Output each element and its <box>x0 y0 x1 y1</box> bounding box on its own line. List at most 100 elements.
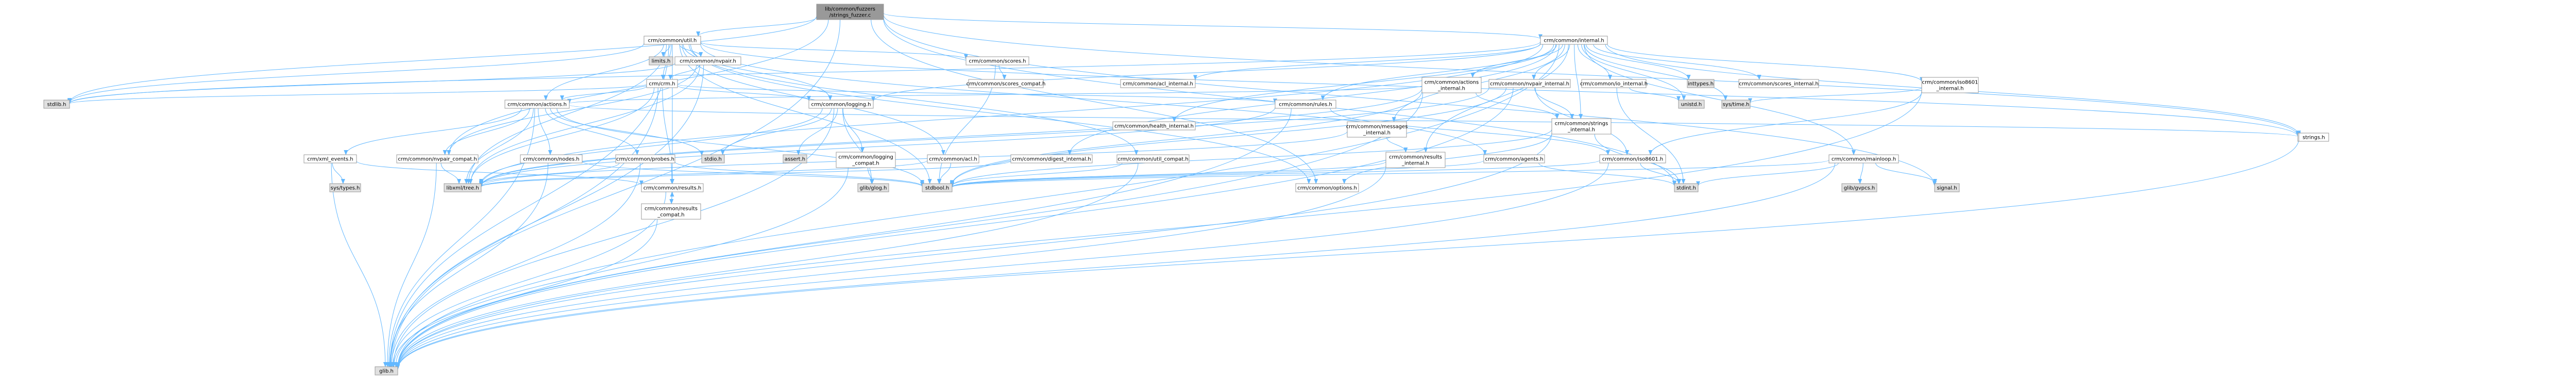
edge-nvpair_compat-to-glib <box>385 162 437 367</box>
node-util[interactable]: crm/common/util.h <box>643 36 701 45</box>
node-iso8601[interactable]: crm/common/iso8601.h <box>1599 154 1666 164</box>
edge-internal-to-scores_internal <box>1593 44 1761 80</box>
node-box-rules <box>1275 100 1336 109</box>
node-health_internal[interactable]: crm/common/health_internal.h <box>1112 121 1196 130</box>
node-results[interactable]: crm/common/results.h <box>641 183 704 192</box>
node-mainloop[interactable]: crm/common/mainloop.h <box>1828 154 1899 164</box>
node-iso8601_internal[interactable]: crm/common/iso8601_internal.h <box>1921 77 1979 93</box>
node-box-systime <box>1721 100 1751 109</box>
node-label-probes: crm/common/probes.h <box>616 157 674 162</box>
node-label-assert: assert.h <box>785 157 805 162</box>
node-box-nvpair <box>674 56 741 66</box>
node-label-io_internal: crm/common/io_internal.h <box>1580 81 1648 87</box>
node-nvpair_compat[interactable]: crm/common/nvpair_compat.h <box>396 154 479 164</box>
node-acl[interactable]: crm/common/acl.h <box>927 154 979 164</box>
edge-rules-to-libxml_tree <box>479 107 1276 187</box>
node-results_internal[interactable]: crm/common/results_internal.h <box>1385 152 1446 168</box>
node-nvpair_internal[interactable]: crm/common/nvpair_internal.h <box>1488 79 1571 88</box>
node-actions[interactable]: crm/common/actions.h <box>504 100 570 109</box>
node-acl_internal[interactable]: crm/common/acl_internal.h <box>1120 79 1196 88</box>
node-box-scores <box>965 56 1029 66</box>
node-label-options: crm/common/options.h <box>1297 186 1357 191</box>
node-scores_internal[interactable]: crm/common/scores_internal.h <box>1738 79 1819 88</box>
node-label-logging: crm/common/logging.h <box>811 102 871 108</box>
edge-results_compat-to-results <box>670 191 674 204</box>
node-messages_internal[interactable]: crm/common/messages_internal.h <box>1346 121 1408 138</box>
edge-logging-to-logging_compat <box>842 108 865 153</box>
edge-util-to-strings <box>700 42 2300 137</box>
node-box-iso8601 <box>1599 154 1666 164</box>
edge-util-to-stdlib <box>67 43 645 104</box>
edge-io_internal-to-unistd <box>1629 87 1681 102</box>
edge-crm-to-glib <box>388 87 658 367</box>
edge-mainloop-to-signal <box>1875 162 1937 184</box>
edge-root-to-options <box>871 19 1318 184</box>
edge-actions-to-strings_h <box>569 104 2301 138</box>
node-results_compat[interactable]: crm/common/results_compat.h <box>641 203 701 220</box>
node-scores_compat[interactable]: crm/common/scores_compat.h <box>967 79 1046 88</box>
node-box-options <box>1295 183 1359 192</box>
node-util_compat[interactable]: crm/common/util_compat.h <box>1116 154 1190 164</box>
node-crm[interactable]: crm/crm.h <box>646 79 678 88</box>
node-label-results_compat: _compat.h <box>657 212 684 218</box>
edge-actions-to-xml_events <box>344 108 522 155</box>
node-label-stdbool: stdbool.h <box>925 186 949 191</box>
node-box-libxml_tree <box>444 183 482 192</box>
edge-nvpair_compat-to-libxml_tree <box>440 162 461 184</box>
node-logging[interactable]: crm/common/logging.h <box>808 100 874 109</box>
node-label-actions_internal: _internal.h <box>1437 86 1465 92</box>
node-label-messages_internal: _internal.h <box>1363 130 1391 136</box>
edge-internal-to-health_internal <box>1172 44 1554 122</box>
node-label-glib_log: glib/glog.h <box>860 186 887 191</box>
node-scores[interactable]: crm/common/scores.h <box>965 56 1029 66</box>
edge-probes-to-glib <box>389 162 641 367</box>
edge-acl-to-stdbool <box>937 162 952 184</box>
edge-mainloop-to-stdint <box>1696 162 1839 187</box>
edge-actions-to-probes <box>545 108 639 155</box>
edge-strings_internal-to-options <box>1342 133 1552 184</box>
node-label-crm: crm/crm.h <box>649 81 675 87</box>
node-logging_compat[interactable]: crm/common/logging_compat.h <box>836 152 896 168</box>
edge-actions-to-nvpair_compat <box>443 108 530 155</box>
node-box-systypes <box>329 183 361 192</box>
node-digest_internal[interactable]: crm/common/digest_internal.h <box>1010 154 1093 164</box>
node-options[interactable]: crm/common/options.h <box>1295 183 1359 192</box>
node-box-xml_events <box>303 154 357 164</box>
node-nvpair[interactable]: crm/common/nvpair.h <box>674 56 741 66</box>
node-label-strings_internal: crm/common/strings <box>1555 121 1608 127</box>
edge-nvpair_internal-to-stdbool <box>950 87 1506 186</box>
node-probes[interactable]: crm/common/probes.h <box>615 154 675 164</box>
edge-mainloop-to-stdbool <box>950 159 1829 188</box>
node-box-stdbool <box>922 183 953 192</box>
edge-nvpair_internal-to-strings_internal <box>1534 87 1574 119</box>
edge-crm-to-results <box>662 87 674 184</box>
edge-io_internal-to-stdint <box>1616 87 1686 184</box>
node-strings_h[interactable]: strings.h <box>2298 133 2329 142</box>
node-box-iso8601_internal <box>1921 77 1979 93</box>
node-agents[interactable]: crm/common/agents.h <box>1483 154 1545 164</box>
node-actions_internal[interactable]: crm/common/actions_internal.h <box>1421 77 1482 93</box>
node-strings_internal[interactable]: crm/common/strings_internal.h <box>1551 118 1612 135</box>
edge-internal-to-results_internal <box>1423 44 1569 153</box>
node-root[interactable]: lib/common/fuzzers/strings_fuzzer.c <box>816 4 884 20</box>
edge-actions_internal-to-stdbool <box>950 91 1422 186</box>
node-inttypes: inttypes.h <box>1687 79 1715 88</box>
node-box-stdio <box>701 154 725 164</box>
node-box-mainloop <box>1828 154 1899 164</box>
edge-iso8601-to-glib <box>396 162 1609 370</box>
edge-iso8601_internal-to-glib <box>396 90 1922 369</box>
node-glib: glib.h <box>375 366 398 375</box>
node-label-nodes: crm/common/nodes.h <box>523 157 579 162</box>
node-nodes[interactable]: crm/common/nodes.h <box>520 154 583 164</box>
node-rules[interactable]: crm/common/rules.h <box>1275 100 1336 109</box>
node-label-digest_internal: crm/common/digest_internal.h <box>1012 157 1091 162</box>
node-xml_events[interactable]: crm/xml_events.h <box>303 154 357 164</box>
node-io_internal[interactable]: crm/common/io_internal.h <box>1580 79 1648 88</box>
node-label-xml_events: crm/xml_events.h <box>307 157 353 162</box>
node-box-actions <box>504 100 570 109</box>
node-label-libxml_tree: libxml/tree.h <box>446 186 479 191</box>
node-internal[interactable]: crm/common/internal.h <box>1540 36 1608 45</box>
edge-agents-to-stdint <box>1538 162 1676 187</box>
edge-internal-to-digest_internal <box>1067 44 1556 155</box>
edge-crm-to-rules <box>677 84 1277 104</box>
